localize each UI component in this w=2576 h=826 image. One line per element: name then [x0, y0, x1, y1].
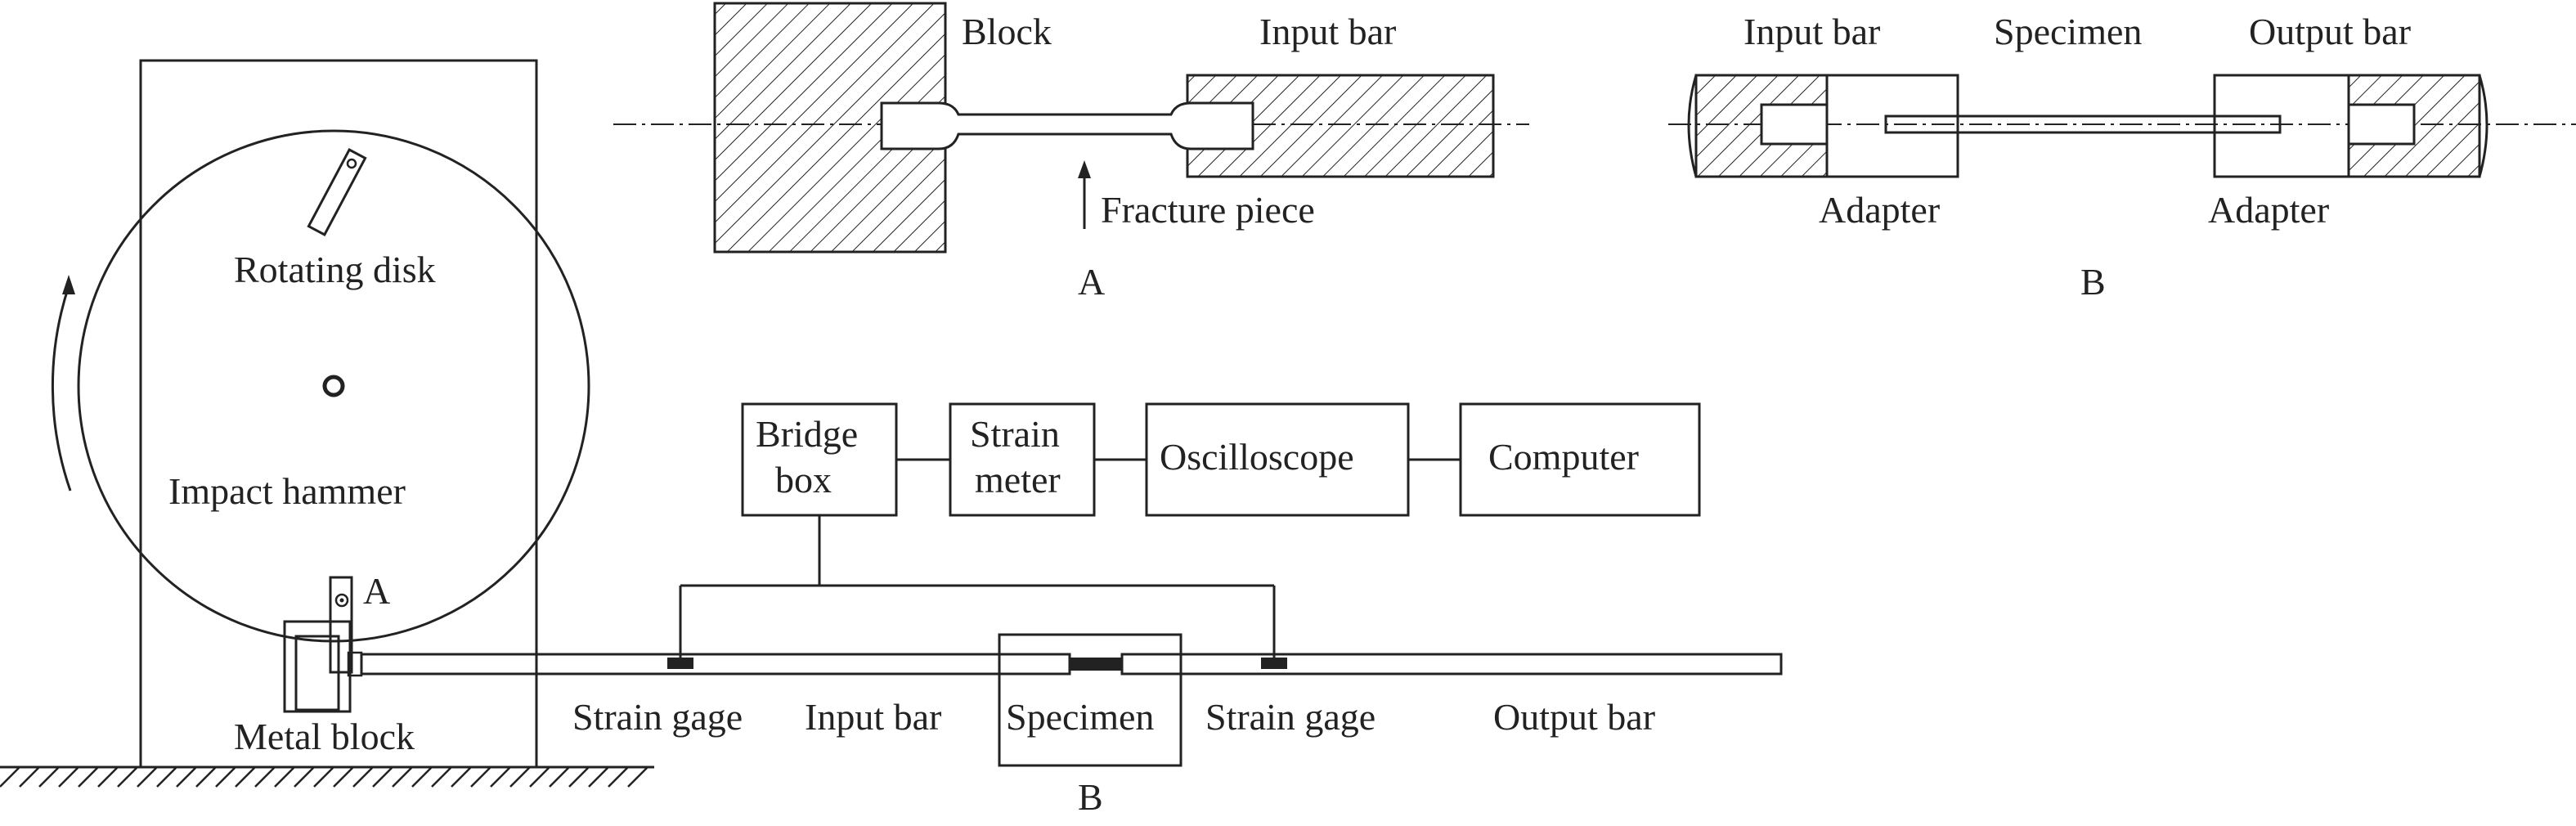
strain-meter-label-line1: Strain — [970, 413, 1060, 455]
hammer-marker-label: A — [363, 570, 390, 612]
detail-b-left-adapter — [1760, 74, 1959, 178]
impact-hammer-label: Impact hammer — [168, 470, 406, 512]
output-bar-main-label: Output bar — [1493, 696, 1655, 738]
detail-b-specimen — [1884, 114, 2282, 134]
detail-b-input-bar-label: Input bar — [1744, 11, 1880, 52]
main-input-bar — [360, 653, 1071, 676]
bridge-box-label-line2: box — [775, 459, 832, 501]
detail-a-input-bar-label: Input bar — [1259, 11, 1396, 52]
disk-axle — [322, 375, 345, 397]
input-bar-main-label: Input bar — [805, 696, 941, 738]
detail-b-caption: B — [2080, 261, 2106, 303]
strain-gage-input-mark — [667, 658, 693, 669]
strain-gage-output-mark — [1261, 658, 1287, 669]
rotation-arrow-icon — [51, 275, 75, 492]
machine-frame — [139, 59, 538, 769]
ground — [0, 765, 654, 788]
detail-a-fracture-piece-label: Fracture piece — [1101, 189, 1315, 231]
detail-a-caption: A — [1078, 261, 1105, 303]
strain-gage-output-label: Strain gage — [1205, 696, 1376, 738]
strain-gage-input-label: Strain gage — [572, 696, 743, 738]
detail-b-marker-label: B — [1078, 776, 1103, 818]
signal-wires — [679, 458, 1461, 658]
metal-block-label: Metal block — [234, 716, 415, 757]
main-specimen — [1070, 658, 1122, 671]
rotating-disk-label: Rotating disk — [234, 249, 436, 290]
specimen-main-label: Specimen — [1006, 696, 1154, 738]
strain-meter-label-line2: meter — [975, 459, 1061, 501]
oscilloscope-label: Oscilloscope — [1160, 436, 1354, 478]
rotating-disk — [77, 129, 590, 643]
detail-b-adapter-right-label: Adapter — [2208, 189, 2329, 231]
disk-slot — [307, 148, 367, 236]
main-output-bar — [1120, 653, 1783, 676]
detail-a-fracture-piece — [880, 101, 1254, 150]
detail-b-output-bar-label: Output bar — [2249, 11, 2411, 52]
specimen-detail-frame — [998, 633, 1183, 767]
bridge-box-label-line1: Bridge — [756, 413, 858, 455]
detail-a-block-label: Block — [962, 11, 1052, 52]
impact-hammer — [329, 576, 353, 674]
metal-block — [283, 620, 363, 713]
fracture-arrow-icon — [1078, 160, 1091, 229]
detail-b-output-bar — [2347, 74, 2488, 178]
detail-b-adapter-left-label: Adapter — [1819, 189, 1940, 231]
detail-b-specimen-label: Specimen — [1994, 11, 2142, 52]
computer-label: Computer — [1488, 436, 1639, 478]
